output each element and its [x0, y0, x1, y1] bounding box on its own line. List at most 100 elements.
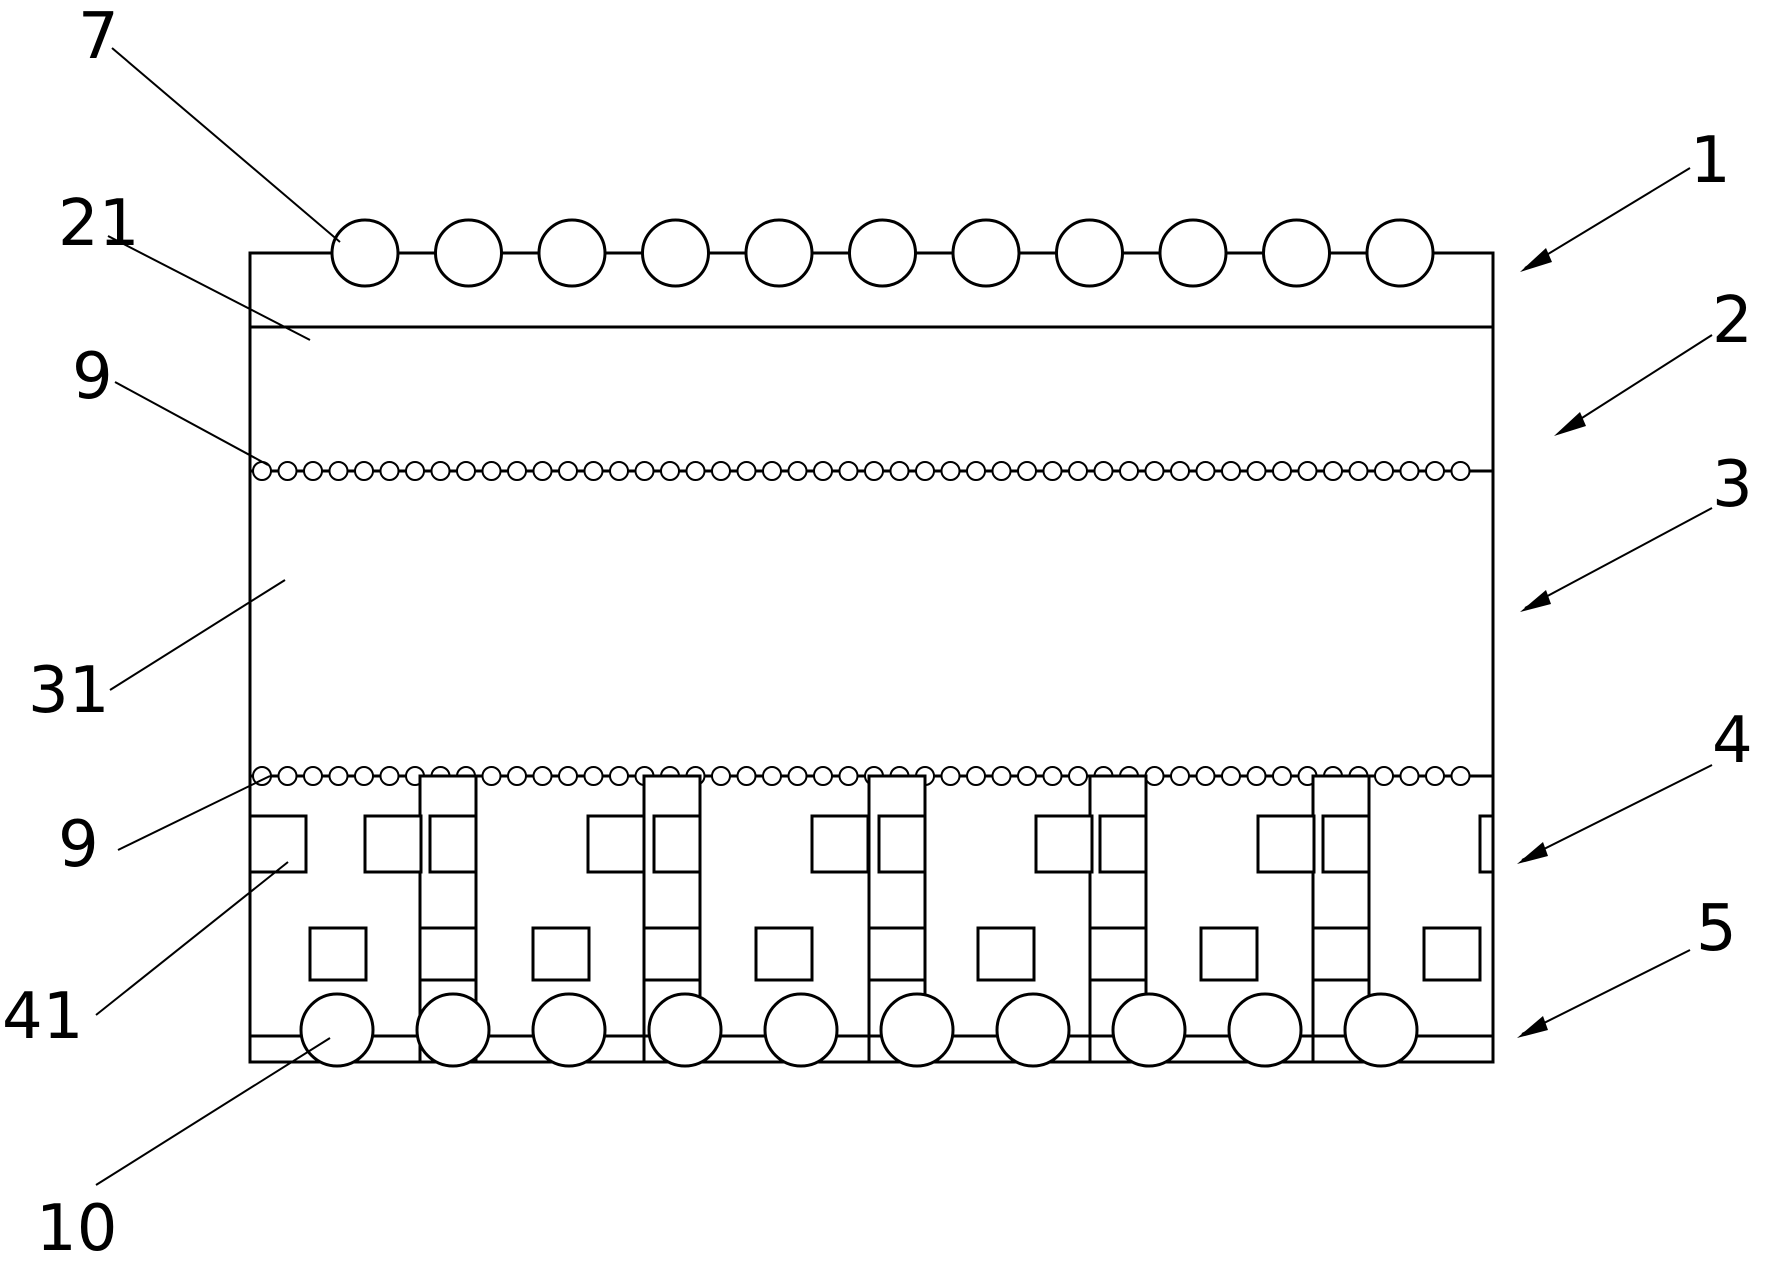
boundary-bead — [1374, 766, 1394, 786]
boundary-bead — [762, 461, 782, 481]
block-square — [877, 814, 927, 874]
boundary-bead — [481, 461, 502, 481]
boundary-bead — [1221, 766, 1241, 786]
boundary-bead — [711, 766, 731, 786]
boundary-bead — [303, 461, 323, 481]
boundary-bead — [1017, 766, 1037, 786]
boundary-beads-upper — [252, 461, 1471, 481]
boundary-bead — [1042, 461, 1063, 481]
boundary-bead — [1374, 461, 1394, 481]
boundary-bead — [532, 766, 553, 786]
boundary-bead — [864, 461, 884, 481]
boundary-bead — [966, 461, 986, 481]
top-sphere — [537, 218, 607, 288]
boundary-bead — [915, 461, 935, 481]
bottom-spheres — [299, 992, 1419, 1068]
bottom-sphere — [299, 992, 375, 1068]
label-lower-boundary: 9 — [58, 808, 99, 882]
boundary-bead — [1272, 766, 1292, 786]
boundary-bead — [762, 766, 782, 786]
top-sphere — [1055, 218, 1124, 288]
block-square — [248, 814, 308, 874]
boundary-bead — [1348, 461, 1369, 481]
boundary-bead — [583, 461, 604, 481]
bottom-sphere — [995, 992, 1071, 1068]
label-upper-fill: 21 — [58, 187, 139, 261]
boundary-bead — [1450, 461, 1471, 481]
boundary-bead — [354, 766, 374, 786]
boundary-bead — [736, 461, 757, 481]
boundary-bead — [1399, 766, 1420, 786]
boundary-bead — [558, 766, 578, 786]
boundary-bead — [379, 461, 400, 481]
top-sphere — [1158, 218, 1228, 288]
boundary-bead — [660, 461, 680, 481]
block-square — [1478, 814, 1495, 874]
top-sphere — [434, 218, 503, 288]
block-square — [586, 814, 646, 874]
label-bottom-spheres: 10 — [36, 1192, 117, 1263]
block-square — [1034, 814, 1094, 874]
bottom-sphere — [415, 992, 491, 1068]
boundary-bead — [1323, 461, 1343, 481]
boundary-bead — [787, 461, 808, 481]
bottom-sphere — [531, 992, 607, 1068]
boundary-bead — [1272, 461, 1292, 481]
bottom-sphere — [879, 992, 955, 1068]
label-top-spheres: 7 — [78, 0, 119, 74]
block-square — [308, 926, 368, 982]
block-square — [1199, 926, 1259, 982]
label-lower-layer: 4 — [1712, 704, 1753, 778]
boundary-bead — [813, 766, 833, 786]
boundary-bead — [1450, 766, 1471, 786]
boundary-bead — [303, 766, 323, 786]
boundary-bead — [1425, 766, 1445, 786]
label-base: 5 — [1696, 892, 1737, 966]
block-square — [810, 814, 870, 874]
boundary-bead — [1195, 766, 1216, 786]
label-middle-fill: 31 — [28, 654, 109, 728]
boundary-bead — [609, 461, 629, 481]
boundary-bead — [1399, 461, 1420, 481]
middle-fill-layer — [248, 469, 1495, 778]
boundary-bead — [252, 461, 272, 481]
boundary-bead — [966, 766, 986, 786]
block-square — [1422, 926, 1482, 982]
upper-fill-layer — [248, 325, 1495, 473]
boundary-bead — [1042, 766, 1063, 786]
boundary-bead — [940, 461, 961, 481]
bottom-sphere — [1227, 992, 1303, 1068]
boundary-bead — [1093, 461, 1114, 481]
boundary-bead — [838, 461, 859, 481]
boundary-bead — [252, 766, 272, 786]
boundary-bead — [1144, 766, 1165, 786]
boundary-bead — [889, 461, 910, 481]
boundary-bead — [609, 766, 629, 786]
top-spheres — [330, 218, 1435, 288]
label-middle-layer: 3 — [1712, 448, 1753, 522]
boundary-bead — [940, 766, 961, 786]
top-sphere — [641, 218, 710, 288]
boundary-bead — [507, 461, 527, 481]
bottom-sphere — [1343, 992, 1419, 1068]
boundary-bead — [532, 461, 553, 481]
boundary-bead — [787, 766, 808, 786]
top-sphere — [330, 218, 400, 288]
boundary-bead — [1425, 461, 1445, 481]
boundary-bead — [1246, 461, 1267, 481]
bottom-sphere — [763, 992, 839, 1068]
block-square — [531, 926, 591, 982]
boundary-bead — [456, 461, 476, 481]
block-square — [976, 926, 1036, 982]
top-sphere — [848, 218, 917, 288]
boundary-bead — [1068, 461, 1088, 481]
block-square — [428, 814, 478, 874]
boundary-bead — [379, 766, 400, 786]
boundary-bead — [991, 461, 1012, 481]
block-square — [1098, 814, 1148, 874]
top-sphere — [1365, 218, 1435, 288]
bottom-sphere — [1111, 992, 1187, 1068]
top-sphere — [951, 218, 1021, 288]
